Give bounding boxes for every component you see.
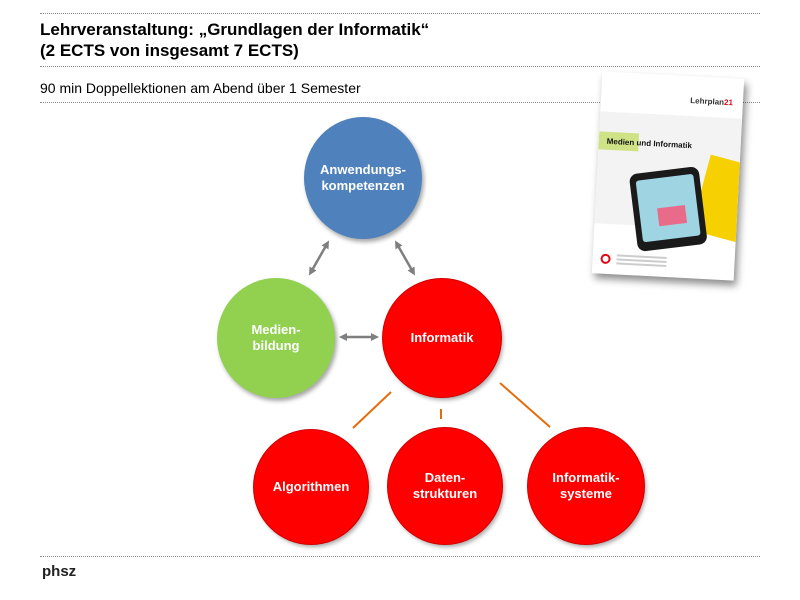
line-to-algorithmen — [352, 391, 392, 429]
node-medienbildung: Medien- bildung — [217, 278, 335, 398]
top-rule — [40, 13, 760, 14]
lehrplan-logo: Lehrplan21 — [690, 96, 734, 108]
node-informatiksysteme: Informatik- systeme — [528, 428, 644, 544]
arrow-top-left — [309, 240, 329, 276]
title-line-2: (2 ECTS von insgesamt 7 ECTS) — [40, 41, 299, 60]
footer-rule — [40, 556, 760, 557]
line-to-informatiksysteme — [499, 382, 551, 428]
lehrplan-book-cover: Lehrplan21 Medien und Informatik — [591, 71, 745, 281]
title-line-1: Lehrveranstaltung: „Grundlagen der Infor… — [40, 20, 430, 39]
slide-title: Lehrveranstaltung: „Grundlagen der Infor… — [40, 19, 429, 61]
node-informatik: Informatik — [383, 279, 501, 397]
slide-subtitle: 90 min Doppellektionen am Abend über 1 S… — [40, 80, 361, 96]
arrow-top-right — [395, 240, 415, 276]
subtitle-rule — [40, 102, 760, 103]
tablet-illustration — [628, 166, 708, 253]
node-datenstrukturen: Daten- strukturen — [388, 428, 502, 544]
title-rule — [40, 66, 760, 67]
publisher-text — [616, 254, 667, 260]
node-algorithmen: Algorithmen — [254, 430, 368, 544]
node-anwendungskompetenzen: Anwendungs- kompetenzen — [304, 117, 422, 239]
footer-logo: phsz — [42, 563, 77, 580]
publisher-logo-icon — [600, 253, 611, 265]
